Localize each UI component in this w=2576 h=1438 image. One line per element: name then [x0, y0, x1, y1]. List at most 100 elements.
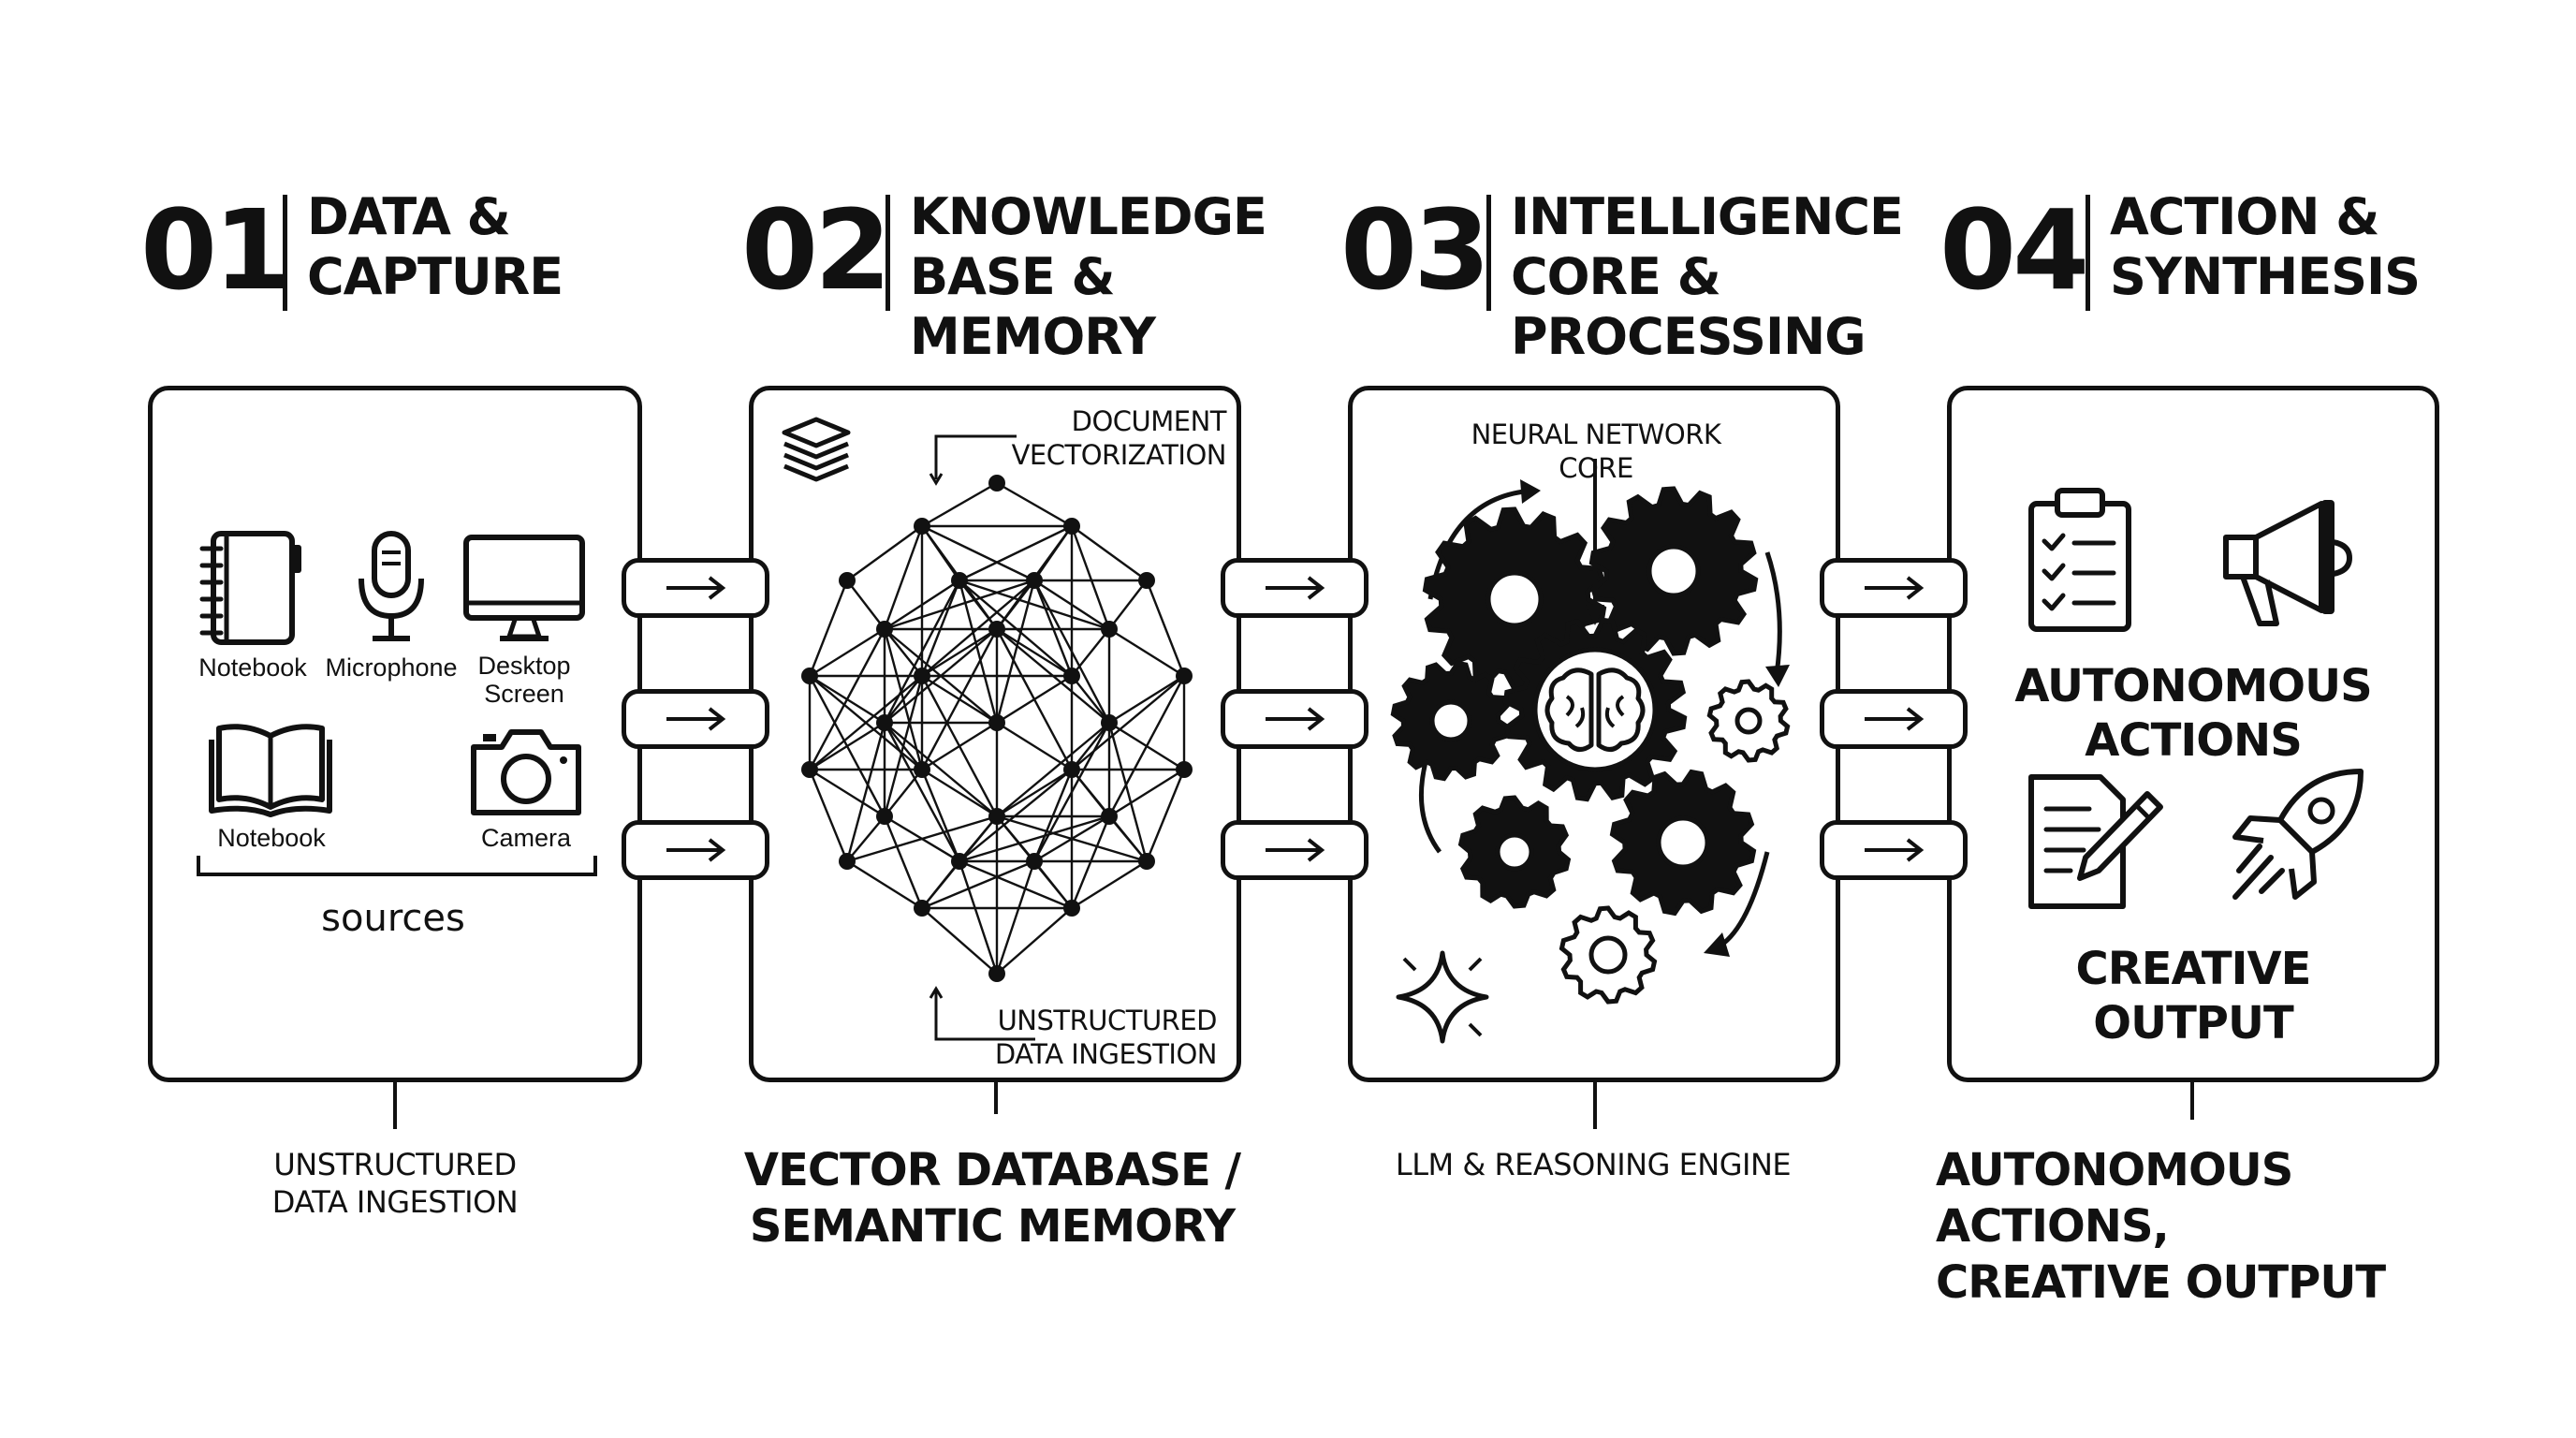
arrow-right-icon: [1266, 707, 1325, 731]
network-node: [1138, 572, 1155, 589]
note-line: VECTORIZATION: [1011, 439, 1227, 471]
caption-stem: [1593, 1082, 1597, 1129]
network-node: [876, 808, 893, 825]
heading-line: CREATIVE: [2075, 943, 2312, 995]
network-node: [988, 714, 1005, 731]
header-divider: [886, 195, 890, 311]
network-node: [914, 518, 930, 535]
note-unstructured-ingestion: UNSTRUCTURED DATA INGESTION: [973, 1004, 1218, 1071]
stage-caption-04: AUTONOMOUS ACTIONS, CREATIVE OUTPUT: [1936, 1142, 2460, 1311]
gears-brain-icon: [1390, 459, 1791, 1005]
source-label-desktop: Desktop Screen: [459, 652, 590, 708]
document-pencil-icon: [2028, 774, 2163, 909]
network-node: [801, 761, 818, 778]
stage-number-02: 02: [741, 185, 891, 315]
network-node: [876, 621, 893, 638]
stage-title-01: DATA & CAPTURE: [307, 187, 564, 307]
note-document-vectorization: DOCUMENT VECTORIZATION: [973, 404, 1227, 472]
flow-connector: [1221, 558, 1368, 618]
stage-title-02: KNOWLEDGE BASE & MEMORY: [910, 187, 1267, 367]
caption-line: DATA INGESTION: [271, 1184, 519, 1220]
network-node: [801, 668, 818, 684]
autonomous-actions-heading: AUTONOMOUS ACTIONS: [1966, 659, 2421, 768]
sources-label: sources: [321, 897, 465, 940]
network-node: [988, 475, 1005, 492]
stage-caption-03: LLM & REASONING ENGINE: [1376, 1146, 1810, 1183]
network-node: [1176, 668, 1193, 684]
stage-caption-02: VECTOR DATABASE / SEMANTIC MEMORY: [730, 1142, 1254, 1255]
heading-line: OUTPUT: [2093, 997, 2293, 1049]
network-node: [1063, 761, 1080, 778]
heading-line: AUTONOMOUS: [2014, 660, 2372, 712]
stage-number-01: 01: [140, 185, 290, 315]
stage-title-line: BASE &: [910, 247, 1116, 306]
arrow-right-icon: [666, 576, 726, 600]
arrow-right-icon: [1266, 838, 1325, 862]
creative-output-heading: CREATIVE OUTPUT: [1966, 942, 2421, 1050]
stage-title-line: ACTION &: [2110, 187, 2379, 246]
network-node: [988, 621, 1005, 638]
network-node: [839, 853, 856, 870]
network-node: [1138, 853, 1155, 870]
stage-title-03: INTELLIGENCE CORE & PROCESSING: [1511, 187, 1904, 367]
network-node: [951, 853, 968, 870]
arrow-right-icon: [1865, 707, 1925, 731]
note-leader-line: [929, 986, 1035, 1041]
note-line: DOCUMENT: [1071, 405, 1227, 437]
spiral-notebook-icon: [199, 531, 301, 645]
network-node: [1176, 761, 1193, 778]
network-node: [988, 808, 1005, 825]
flow-connector: [1820, 689, 1968, 749]
network-node: [1063, 900, 1080, 917]
caption-line: CREATIVE OUTPUT: [1936, 1256, 2386, 1309]
caption-line: UNSTRUCTURED: [273, 1147, 517, 1182]
flow-connector: [1820, 558, 1968, 618]
camera-icon: [471, 729, 581, 815]
stage-number-03: 03: [1340, 185, 1490, 315]
source-label-book: Notebook: [217, 824, 326, 852]
note-line: UNSTRUCTURED: [997, 1005, 1218, 1036]
document-stack-icon: [782, 417, 851, 482]
network-node: [1026, 853, 1043, 870]
caption-stem: [2190, 1082, 2194, 1120]
clipboard-checklist-icon: [2028, 488, 2131, 632]
stage-title-line: CORE &: [1511, 247, 1721, 306]
stage-title-line: KNOWLEDGE: [910, 187, 1267, 246]
caption-stem: [393, 1082, 397, 1129]
panel-action-synthesis: [1947, 386, 2439, 1082]
note-line: DATA INGESTION: [994, 1038, 1218, 1070]
network-node: [1101, 808, 1118, 825]
heading-line: ACTIONS: [2085, 714, 2303, 767]
stage-number-04: 04: [1939, 185, 2089, 315]
stage-title-line: PROCESSING: [1511, 307, 1866, 366]
network-node: [914, 900, 930, 917]
stage-caption-01: UNSTRUCTURED DATA INGESTION: [208, 1146, 582, 1221]
flow-connector: [1221, 689, 1368, 749]
arrow-right-icon: [666, 707, 726, 731]
arrow-right-icon: [1865, 838, 1925, 862]
source-label-line: Desktop: [477, 652, 571, 680]
rocket-icon: [2232, 769, 2364, 900]
microphone-icon: [359, 531, 424, 641]
network-node: [1101, 714, 1118, 731]
arrow-right-icon: [666, 838, 726, 862]
header-divider: [1486, 195, 1491, 311]
network-node: [988, 965, 1005, 982]
stage-title-line: MEMORY: [910, 307, 1156, 366]
caption-line: AUTONOMOUS ACTIONS,: [1936, 1144, 2293, 1253]
caption-line: LLM & REASONING ENGINE: [1395, 1147, 1792, 1182]
source-label-camera: Camera: [480, 824, 572, 852]
flow-connector: [622, 558, 769, 618]
network-node: [876, 714, 893, 731]
source-label-line: Screen: [484, 680, 564, 708]
caption-line: VECTOR DATABASE /: [743, 1144, 1241, 1196]
network-node: [914, 668, 930, 684]
caption-stem: [994, 1082, 998, 1114]
header-divider: [283, 195, 287, 311]
source-label-notebook: Notebook: [198, 653, 307, 682]
flow-connector: [1221, 820, 1368, 880]
megaphone-icon: [2223, 500, 2353, 626]
stage-title-line: INTELLIGENCE: [1511, 187, 1904, 246]
network-node: [1063, 668, 1080, 684]
stage-title-line: DATA &: [307, 187, 511, 246]
